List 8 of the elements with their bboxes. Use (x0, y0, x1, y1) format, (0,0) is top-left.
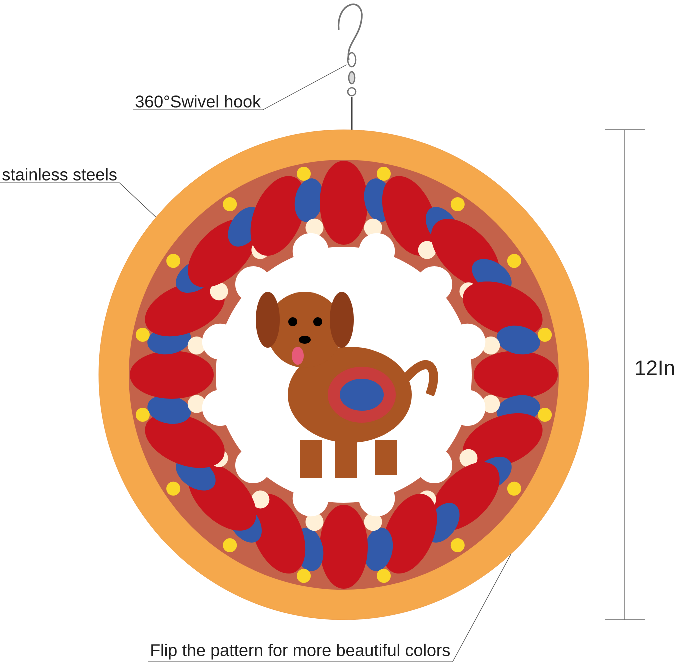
leader-line (148, 554, 512, 662)
leader-line (0, 182, 156, 218)
dimension-label: 12In (632, 358, 678, 378)
leader-line (132, 64, 348, 110)
swivel-hook-drawing (338, 4, 363, 131)
callout-label: Flip the pattern for more beautiful colors (152, 644, 450, 660)
callout-label: 360°Swivel hook (136, 95, 262, 108)
callout-label: stainless steels (2, 168, 117, 181)
